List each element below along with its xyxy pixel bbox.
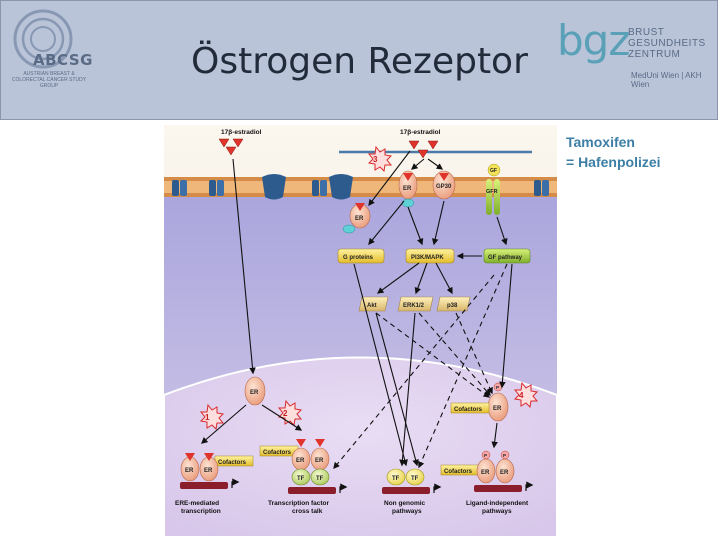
transcription-start-arrows	[231, 478, 534, 493]
crosstalk-dashed-arrows	[333, 263, 508, 470]
abcsg-logo-tagline: AUSTRIAN BREAST & COLORECTAL CANCER STUD…	[11, 71, 87, 89]
gf-pathway-label: GF pathway	[488, 255, 523, 261]
membrane-receptor	[329, 174, 353, 200]
cofactors-tag-left: Cofactors	[214, 455, 254, 467]
g-proteins-box: G proteins	[337, 248, 385, 264]
ere-outcome-line-1: ERE-mediated	[175, 500, 219, 507]
lig-er-label-1: ER	[481, 470, 490, 476]
slide-header: ABCSG AUSTRIAN BREAST & COLORECTAL CANCE…	[0, 0, 718, 120]
dna-strands	[180, 482, 522, 494]
ere-er-label-1: ER	[185, 468, 194, 474]
g-proteins-label: G proteins	[343, 255, 374, 261]
marker-3: 3	[367, 145, 393, 173]
tamoxifen-note-line-2: = Hafenpolizei	[566, 154, 661, 170]
abcsg-logo	[13, 9, 73, 69]
non-genomic-tf: TF TF	[386, 468, 425, 486]
membrane-channel	[172, 180, 187, 196]
ere-er-label-2: ER	[204, 468, 213, 474]
cofactors-label-left: Cofactors	[218, 460, 247, 466]
cofactors-tag-right: Cofactors	[440, 464, 480, 476]
marker-3-label: 3	[373, 155, 378, 164]
bgz-logo-lines: BRUST GESUNDHEITS ZENTRUM	[628, 27, 706, 60]
cofactors-label-right: Cofactors	[444, 469, 473, 475]
membrane-er-label: ER	[403, 186, 412, 192]
marker-1-label: 1	[205, 413, 210, 422]
tfx-tf-label-2: TF	[316, 476, 324, 482]
tfx-outcome-line-1: Transcription factor	[268, 500, 330, 507]
marker-4-label: 4	[519, 391, 524, 400]
abcsg-logo-name: ABCSG	[33, 51, 93, 69]
gp30-receptor: GP30	[432, 170, 456, 200]
membrane-channel	[534, 180, 549, 196]
phosphorylated-er: ER P	[487, 382, 509, 422]
estrogen-receptor-diagram: 17β-estradiol 17β-estradiol 3 1 2 4 ER G…	[164, 125, 557, 537]
tamoxifen-note: Tamoxifen = Hafenpolizei	[566, 132, 661, 172]
estradiol-label-left: 17β-estradiol	[221, 129, 262, 136]
ligand-independent-complex: P P ER ER	[476, 450, 515, 484]
nuclear-er-label: ER	[250, 390, 259, 396]
erk-label: ERK1/2	[403, 303, 425, 309]
bgz-logo: bgz	[557, 16, 630, 65]
lig-outcome-line-2: pathways	[482, 508, 512, 515]
membrane-channel	[209, 180, 224, 196]
marker-2-label: 2	[283, 409, 288, 418]
bgz-subline: MedUni Wien | AKH Wien	[631, 71, 702, 89]
estradiol-triangles-top	[408, 140, 439, 159]
lig-p-label-2: P	[503, 453, 506, 458]
nong-outcome-line-1: Non genomic	[384, 500, 426, 507]
cofactors-label-er4: Cofactors	[454, 407, 483, 413]
phospho-label: P	[496, 385, 499, 390]
tfx-tf-label-1: TF	[297, 476, 305, 482]
tamoxifen-note-line-1: Tamoxifen	[566, 134, 635, 150]
ere-outcome-line-2: transcription	[181, 508, 221, 515]
signal-arrows	[201, 150, 513, 467]
cytoplasmic-er-label: ER	[355, 216, 364, 222]
cytoplasmic-er-tamoxifen: ER	[342, 203, 371, 234]
tfx-er-label-1: ER	[296, 458, 305, 464]
gfr-label: GFR	[486, 189, 498, 195]
phosphorylated-er-label: ER	[493, 406, 502, 412]
nuclear-er: ER	[244, 376, 266, 406]
gf-label: GF	[490, 168, 497, 174]
bgz-line-3: ZENTRUM	[628, 49, 681, 60]
bgz-line-1: BRUST	[628, 27, 665, 38]
lig-outcome-line-1: Ligand-independent	[466, 500, 529, 507]
estradiol-triangles-left	[218, 138, 244, 156]
marker-1: 1	[199, 403, 225, 431]
gp30-label: GP30	[436, 184, 452, 190]
cell-membrane	[164, 177, 557, 197]
lig-p-label-1: P	[484, 453, 487, 458]
erk-box: ERK1/2	[397, 296, 434, 312]
pi3k-mapk-box: PI3K/MAPK	[405, 248, 455, 264]
membrane-channel	[312, 180, 327, 196]
nong-outcome-line-2: pathways	[392, 508, 422, 515]
gf-pathway-box: GF pathway	[483, 248, 531, 264]
akt-box: Akt	[358, 296, 389, 312]
lig-er-label-2: ER	[500, 470, 509, 476]
nong-tf-label-2: TF	[411, 476, 419, 482]
page-title: Östrogen Rezeptor	[191, 41, 528, 82]
bgz-line-2: GESUNDHEITS	[628, 38, 706, 49]
cofactors-tag-mid: Cofactors	[259, 445, 299, 457]
membrane-er-receptor: ER	[398, 170, 418, 208]
marker-4: 4	[513, 381, 539, 409]
pi3k-mapk-label: PI3K/MAPK	[411, 255, 444, 261]
nong-tf-label-1: TF	[392, 476, 400, 482]
membrane-receptor	[262, 174, 286, 200]
akt-label: Akt	[367, 303, 377, 309]
p38-box: p38	[436, 296, 471, 312]
gf-receptor: GF GFR	[486, 163, 501, 215]
cofactors-label-mid: Cofactors	[263, 450, 292, 456]
tfx-outcome-line-2: cross talk	[292, 508, 323, 515]
p38-label: p38	[447, 303, 458, 309]
tfx-er-label-2: ER	[315, 458, 324, 464]
ere-dimer: ER ER	[180, 453, 219, 482]
cofactors-tag-er4: Cofactors	[450, 402, 490, 414]
tf-crosstalk-complex: ER ER TF TF	[291, 439, 330, 486]
estradiol-label-top: 17β-estradiol	[400, 129, 441, 136]
